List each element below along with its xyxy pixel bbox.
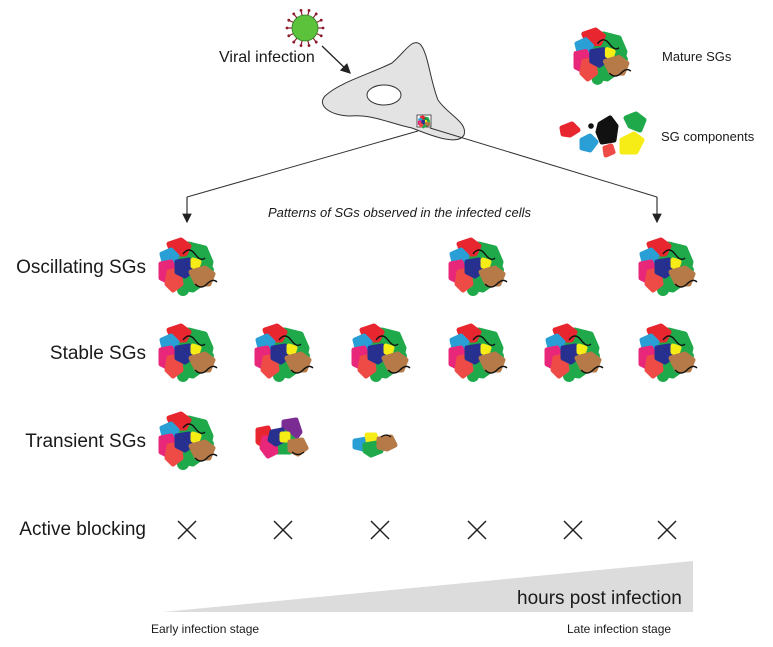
sg-mature [448,237,508,296]
cell-sg-inset [416,114,432,129]
sg-partial [255,417,309,459]
mature-sgs-legend-label: Mature SGs [662,49,732,64]
sg-mature [544,323,604,382]
row-label-oscillating: Oscillating SGs [16,257,146,278]
cell-nucleus [366,84,402,106]
sg-mature [638,323,698,382]
sg-mature [638,237,698,296]
sg-mature [158,237,218,296]
sg-mature [448,323,508,382]
row-label-transient: Transient SGs [25,431,146,452]
viral-infection-label: Viral infection [219,49,315,66]
virus-icon [285,9,325,47]
sg-mature [158,411,218,470]
blocked-cross-icon [657,520,677,540]
blocked-cross-icon [563,520,583,540]
mature-sg-legend-icon [573,27,632,85]
sg-components-legend-icon [559,111,647,158]
blocked-cross-icon [370,520,390,540]
infection-arrow [321,45,351,74]
early-stage-label: Early infection stage [151,622,260,636]
sg-mature [254,323,314,382]
row-label-stable: Stable SGs [49,343,146,364]
row-label-active-blocking: Active blocking [19,519,146,540]
blocked-cross-icon [467,520,487,540]
sg-mature [158,323,218,382]
timeline-ramp [163,561,693,612]
late-stage-label: Late infection stage [567,622,672,636]
divergence-line-right [429,127,658,198]
blocked-cross-icon [273,520,293,540]
hours-post-infection-label: hours post infection [517,588,682,609]
blocked-cross-icon [177,520,197,540]
patterns-caption: Patterns of SGs observed in the infected… [268,205,532,220]
sg-mature [351,323,411,382]
sg-components-legend-label: SG components [661,129,755,144]
divergence-line-left [186,130,419,198]
sg-small [352,432,398,458]
